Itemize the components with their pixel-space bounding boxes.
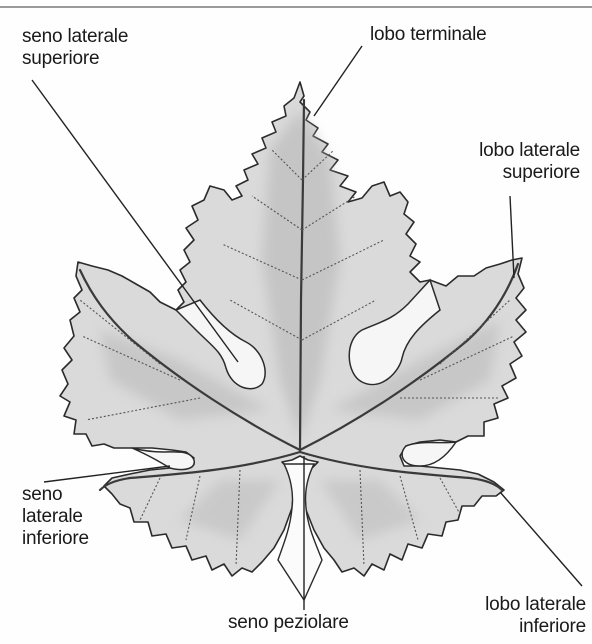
label-line: lobo terminale xyxy=(370,24,487,46)
label-line: laterale xyxy=(22,506,89,528)
label-seno-laterale-superiore: seno laterale superiore xyxy=(22,26,128,70)
label-line: lobo laterale xyxy=(479,140,580,162)
label-seno-peziolare: seno peziolare xyxy=(228,612,349,634)
leader-lobo-laterale-inferiore xyxy=(500,492,582,586)
label-line: lobo laterale xyxy=(485,594,586,616)
label-line: seno laterale xyxy=(22,26,128,48)
label-line: superiore xyxy=(22,48,128,70)
label-line: inferiore xyxy=(485,616,586,638)
label-line: superiore xyxy=(479,162,580,184)
label-line: seno peziolare xyxy=(228,612,349,634)
label-lobo-terminale: lobo terminale xyxy=(370,24,487,46)
label-seno-laterale-inferiore: seno laterale inferiore xyxy=(22,484,89,550)
lower-right-sinus xyxy=(402,442,456,466)
label-line: inferiore xyxy=(22,528,89,550)
label-lobo-laterale-superiore: lobo laterale superiore xyxy=(479,140,580,184)
leader-lobo-terminale xyxy=(314,46,362,116)
label-lobo-laterale-inferiore: lobo laterale inferiore xyxy=(485,594,586,638)
label-line: seno xyxy=(22,484,89,506)
